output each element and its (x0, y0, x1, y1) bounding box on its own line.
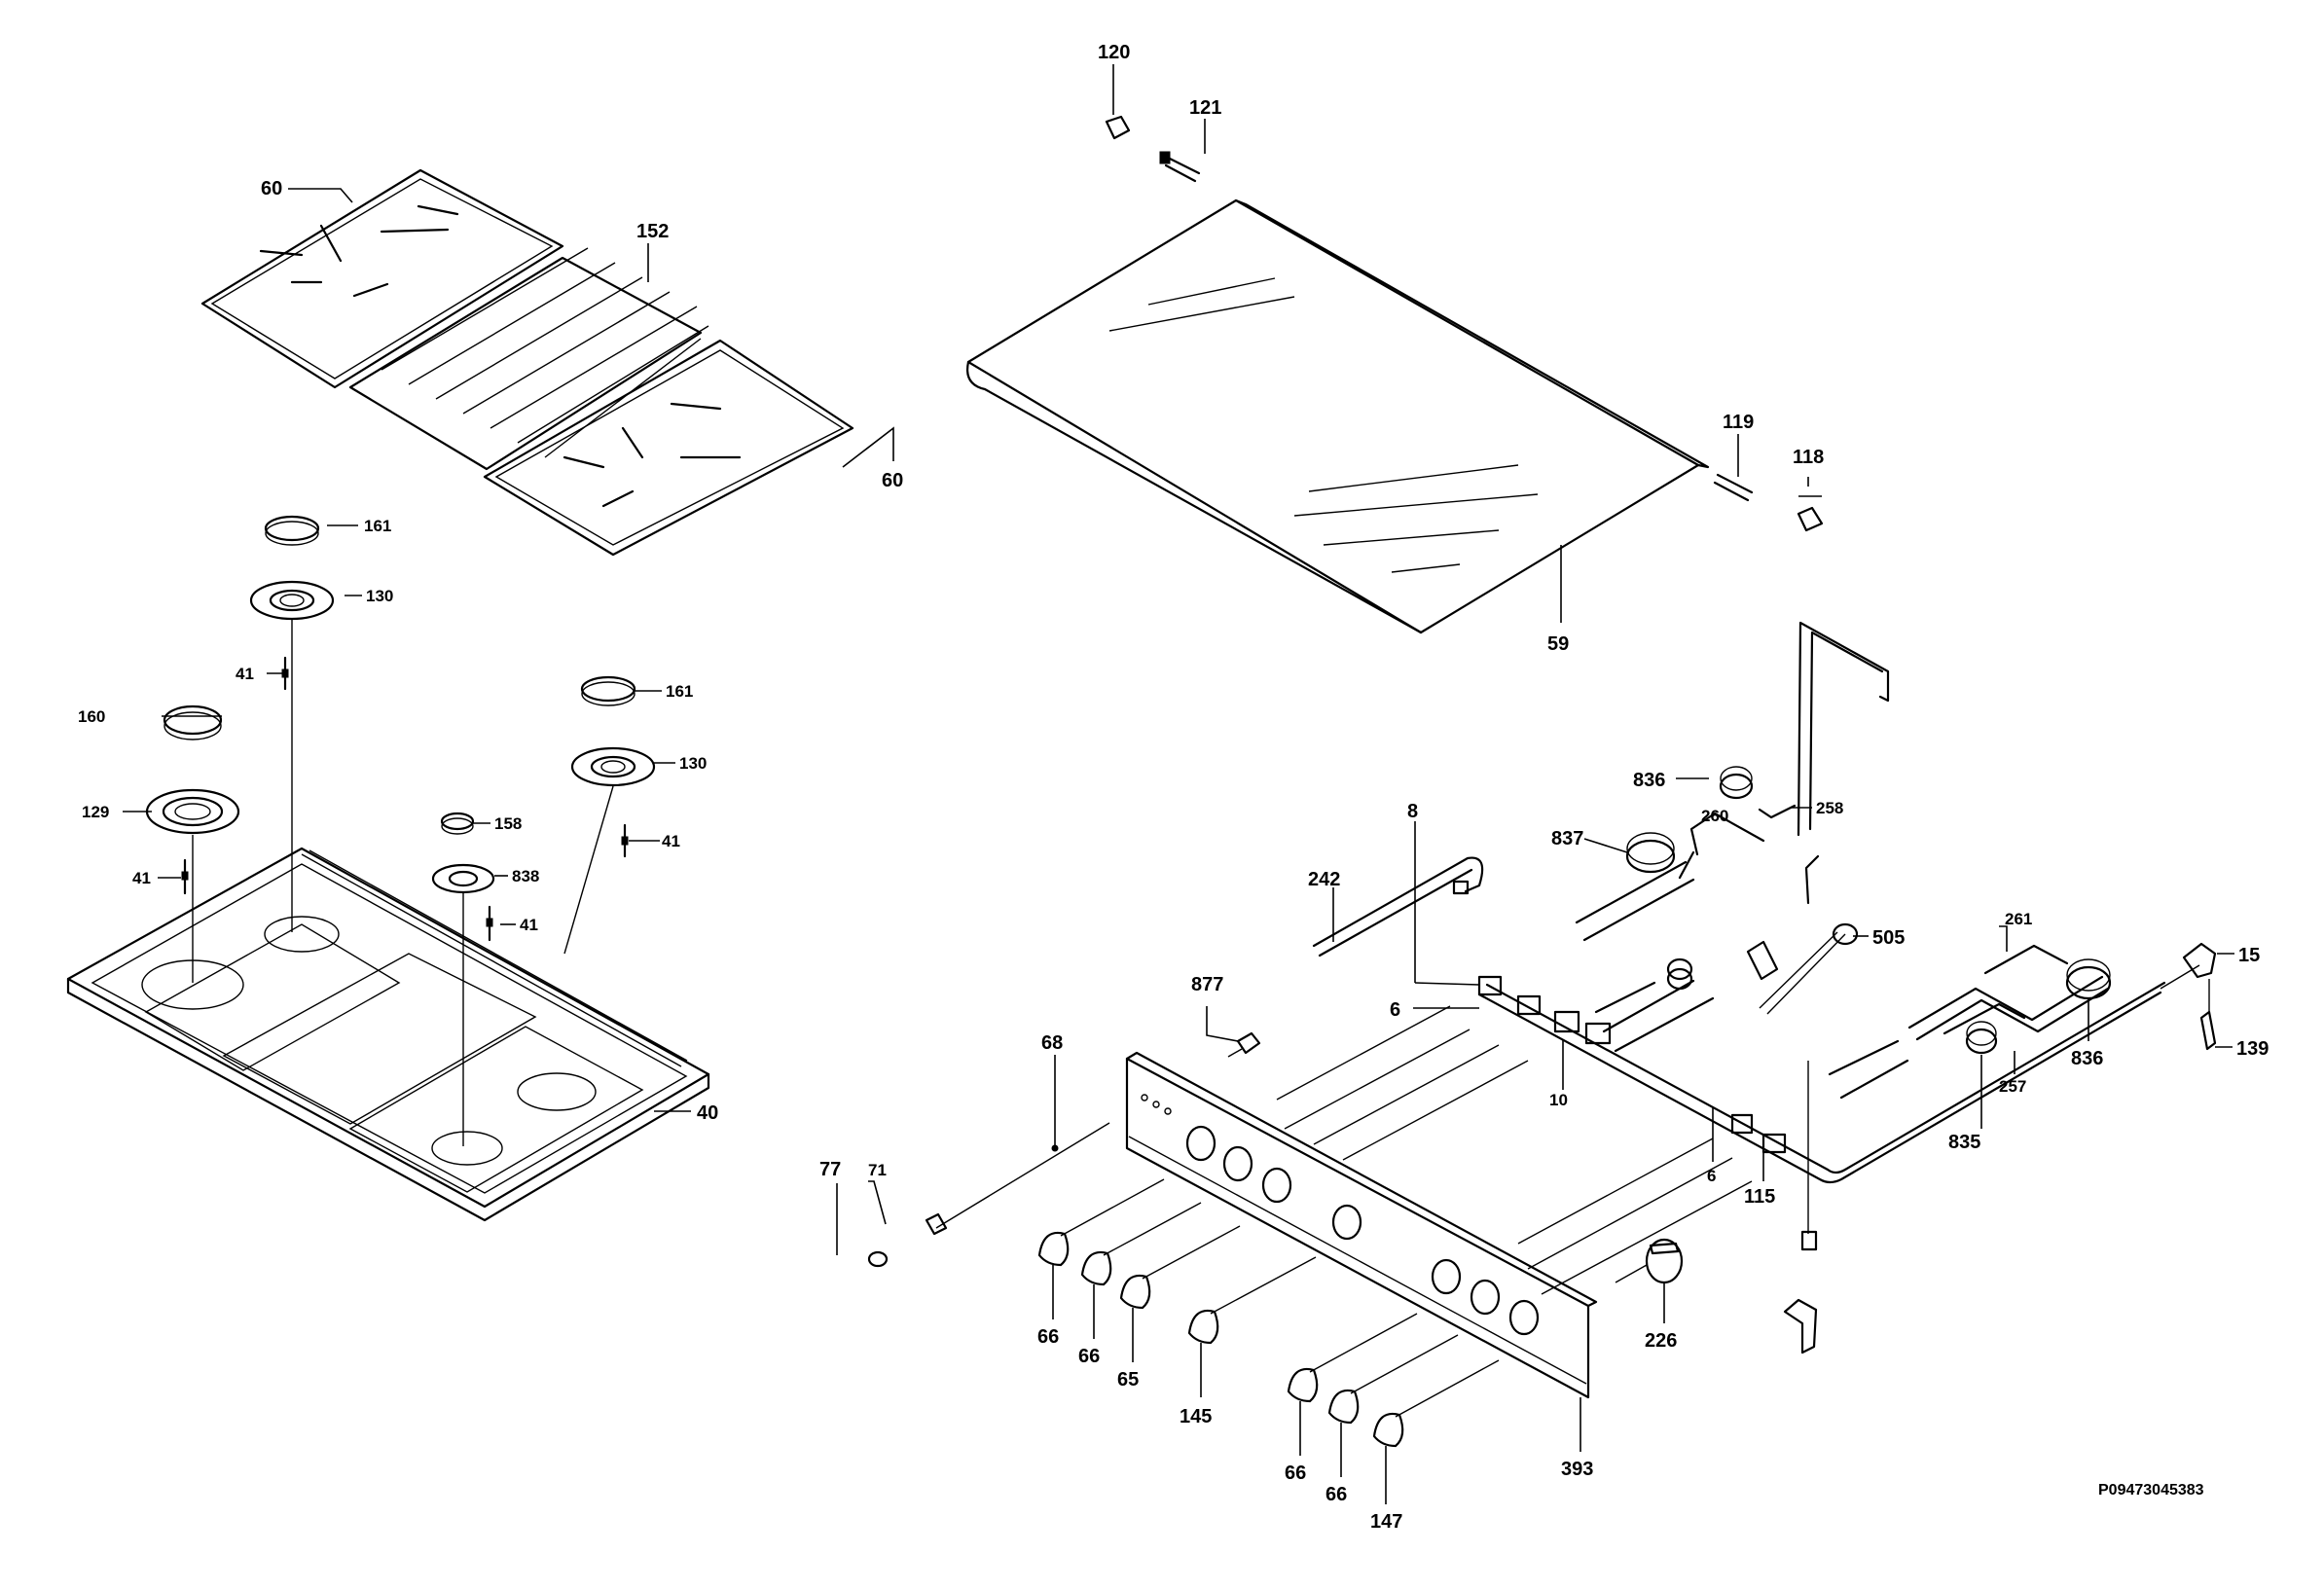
knob-66-d (1327, 1389, 1360, 1425)
callout-66-b: 66 (1078, 1346, 1100, 1367)
callout-118: 118 (1793, 447, 1824, 468)
callout-10: 10 (1549, 1091, 1568, 1109)
callout-40: 40 (697, 1102, 718, 1124)
knob-guide-lines (935, 1122, 1500, 1418)
callout-66-d: 66 (1325, 1484, 1347, 1505)
callout-158: 158 (494, 814, 522, 833)
callout-838: 838 (512, 867, 539, 885)
callout-41-b: 41 (132, 869, 151, 887)
hob-top-panel (66, 847, 710, 1222)
callout-836-right: 836 (2071, 1048, 2103, 1069)
gas-inlet-elbow (2182, 942, 2217, 1051)
callout-837: 837 (1551, 828, 1583, 849)
callout-161-top: 161 (364, 517, 391, 535)
callout-258: 258 (1816, 799, 1843, 817)
knob-65 (1119, 1274, 1151, 1310)
pan-support-left (200, 168, 564, 389)
callout-226: 226 (1645, 1330, 1677, 1352)
callout-6-left: 6 (1390, 999, 1400, 1021)
callout-152: 152 (636, 221, 669, 242)
callout-877: 877 (1191, 974, 1223, 995)
callout-41-d: 41 (662, 832, 680, 850)
callout-71: 71 (868, 1161, 887, 1179)
assembly-guides-hob (192, 619, 614, 1146)
callout-242: 242 (1308, 869, 1340, 890)
callout-139: 139 (2236, 1038, 2269, 1060)
callout-393: 393 (1561, 1459, 1593, 1480)
callout-41-a: 41 (236, 665, 254, 683)
knob-66-a (1037, 1231, 1070, 1267)
callout-labels: 120 121 60 152 60 119 118 59 161 130 41 … (78, 42, 2269, 1533)
thermocouple-coils (1666, 957, 1693, 991)
callout-260: 260 (1701, 807, 1728, 825)
callout-6-bottom: 6 (1707, 1167, 1716, 1185)
thermocouple-b (181, 858, 189, 895)
pressure-regulator-226 (1615, 1238, 1684, 1284)
gas-pipe-bracket (1783, 1061, 1818, 1354)
burner-cap-161-right (580, 675, 636, 706)
callout-147: 147 (1370, 1511, 1402, 1533)
callout-130-top: 130 (366, 587, 393, 605)
burner-connection-837 (1625, 832, 1676, 874)
knob-147 (1372, 1412, 1404, 1448)
callout-257: 257 (1999, 1077, 2026, 1096)
knob-145 (1187, 1309, 1219, 1345)
callout-145: 145 (1180, 1406, 1212, 1427)
knob-66-b (1080, 1250, 1112, 1286)
lamp-holder-71 (925, 1212, 948, 1236)
callout-505: 505 (1872, 927, 1905, 949)
lid-hinge-left (1105, 115, 1201, 183)
callout-836-top: 836 (1633, 770, 1665, 791)
callout-41-c: 41 (520, 916, 538, 934)
burner-head-129 (145, 788, 240, 835)
grill-rack-center (348, 247, 709, 471)
callout-130-right: 130 (679, 754, 707, 773)
lamp-cover-77 (867, 1250, 889, 1268)
spark-plug-877 (1227, 1031, 1261, 1058)
burner-cap-158 (440, 812, 475, 835)
callout-8: 8 (1407, 801, 1418, 822)
callout-15: 15 (2238, 945, 2260, 966)
burner-connection-836-top (1719, 766, 1754, 800)
callout-59: 59 (1547, 633, 1569, 655)
callout-160: 160 (78, 707, 105, 726)
leader-lines (123, 64, 2234, 1504)
burner-cap-161-top (264, 515, 320, 546)
thermocouple-c (486, 905, 493, 942)
glass-lid (966, 199, 1710, 634)
callout-835: 835 (1948, 1132, 1980, 1153)
callout-129: 129 (82, 803, 109, 821)
lid-hinge-right (1713, 473, 1824, 532)
callout-77: 77 (819, 1159, 841, 1180)
callout-68: 68 (1041, 1032, 1063, 1054)
callout-261: 261 (2005, 910, 2032, 928)
drawing-reference-number: P09473045383 (2098, 1482, 2204, 1499)
wire-242 (1312, 856, 1484, 957)
callout-66-c: 66 (1285, 1463, 1306, 1484)
pan-support-right (483, 339, 854, 557)
burner-head-130-right (570, 746, 656, 787)
gas-pipe-right (1828, 944, 2110, 1100)
burner-cap-160 (163, 704, 223, 740)
burner-head-838 (431, 863, 495, 894)
callout-161-right: 161 (666, 682, 693, 701)
callout-60-top: 60 (261, 178, 282, 199)
thermocouple-d (621, 823, 629, 858)
gas-valves-left (1477, 975, 1787, 1154)
gas-pipe-upper (1575, 621, 1890, 942)
callout-121: 121 (1189, 97, 1221, 119)
ignition-generator (1746, 922, 1859, 1015)
callout-65: 65 (1117, 1369, 1139, 1390)
knob-66-c (1287, 1367, 1319, 1403)
burner-connection-835 (1965, 1021, 1998, 1055)
callout-119: 119 (1723, 412, 1754, 433)
callout-120: 120 (1098, 42, 1130, 63)
pipe-258 (1758, 804, 1797, 819)
control-panel (1125, 1005, 1753, 1399)
callout-115: 115 (1744, 1186, 1775, 1208)
burner-head-130-top (249, 580, 335, 621)
callout-66-a: 66 (1037, 1326, 1059, 1348)
callout-60-right: 60 (882, 470, 903, 491)
